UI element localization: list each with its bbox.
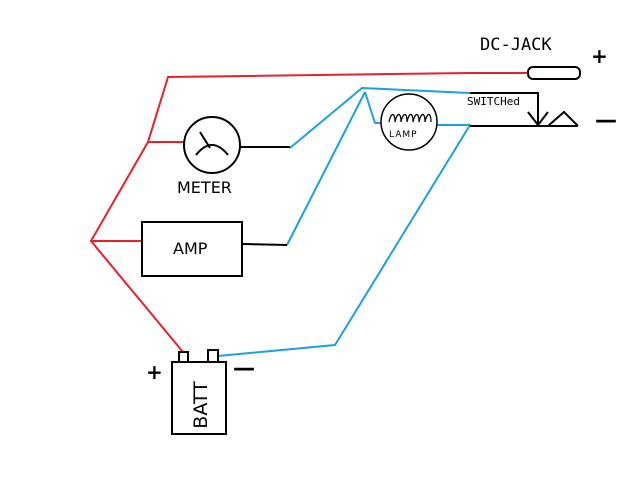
switch-arrow bbox=[527, 111, 549, 127]
dc-jack-minus-sign: — bbox=[595, 108, 617, 133]
battery-minus-sign: — bbox=[233, 356, 255, 381]
battery-minus-terminal bbox=[207, 349, 219, 363]
battery-plus-terminal bbox=[178, 351, 189, 363]
jack-terminals bbox=[470, 92, 579, 127]
blue-wire-meter-to-switch bbox=[289, 87, 471, 149]
blue-wire-amp-to-switch bbox=[286, 91, 366, 246]
battery-plus-sign: + bbox=[146, 360, 163, 384]
dc-jack-plug bbox=[527, 66, 581, 80]
lamp-filament bbox=[388, 113, 432, 123]
meter-needle bbox=[199, 131, 211, 149]
switch-contact bbox=[547, 110, 579, 127]
blue-wire-battery-to-jack bbox=[217, 124, 471, 357]
battery-component bbox=[171, 349, 227, 435]
amp-label: AMP bbox=[173, 239, 208, 258]
dc-jack-plus-sign: + bbox=[591, 44, 608, 68]
switched-terminal-wire bbox=[470, 92, 539, 123]
amp-component bbox=[141, 221, 288, 277]
meter-label: METER bbox=[177, 178, 232, 197]
amp-box bbox=[141, 221, 243, 277]
switched-label: SWITCHed bbox=[467, 95, 520, 108]
dc-jack-label: DC-JACK bbox=[480, 35, 552, 55]
lamp-label: LAMP bbox=[389, 130, 418, 140]
battery-label: BATT bbox=[190, 381, 212, 429]
positive-wires bbox=[90, 72, 528, 353]
red-wire-to-dc-jack bbox=[90, 72, 528, 353]
meter-needle-arc bbox=[195, 144, 229, 156]
lamp-circle bbox=[380, 93, 438, 151]
meter-component bbox=[183, 116, 290, 174]
lamp-component bbox=[380, 93, 438, 151]
battery-body bbox=[171, 361, 227, 435]
